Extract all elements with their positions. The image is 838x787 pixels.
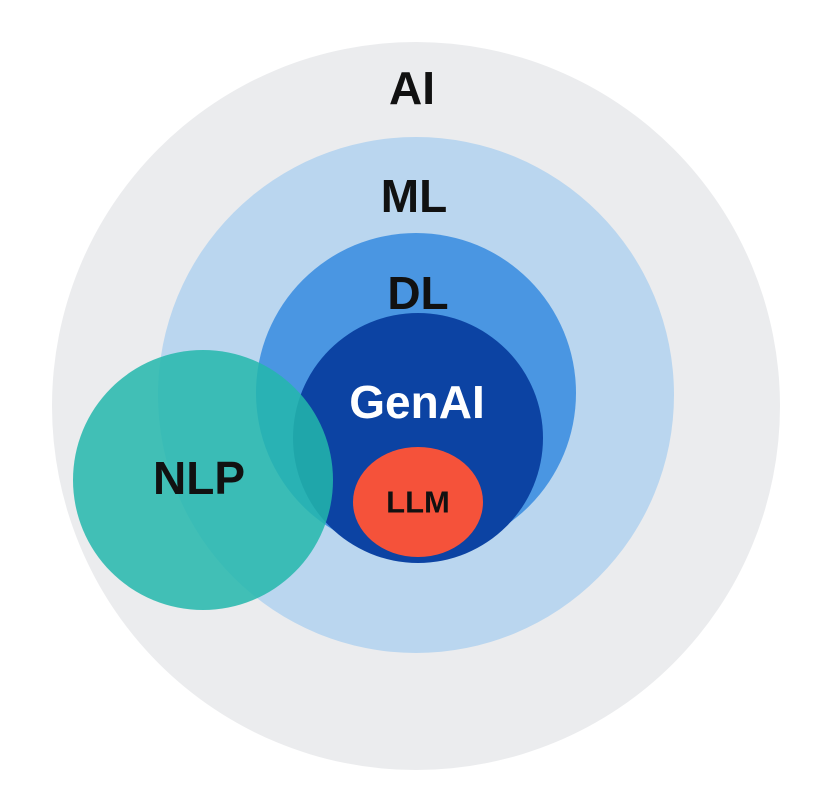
nlp-circle: [73, 350, 333, 610]
nlp-label: NLP: [153, 452, 245, 504]
dl-label: DL: [387, 267, 448, 319]
llm-label: LLM: [386, 485, 450, 520]
llm-ellipse: [353, 447, 483, 557]
nlp-region: NLP: [73, 350, 333, 610]
ml-label: ML: [381, 170, 447, 222]
llm-region: LLM: [353, 447, 483, 557]
genai-label: GenAI: [349, 376, 484, 428]
ai-label: AI: [389, 62, 435, 114]
